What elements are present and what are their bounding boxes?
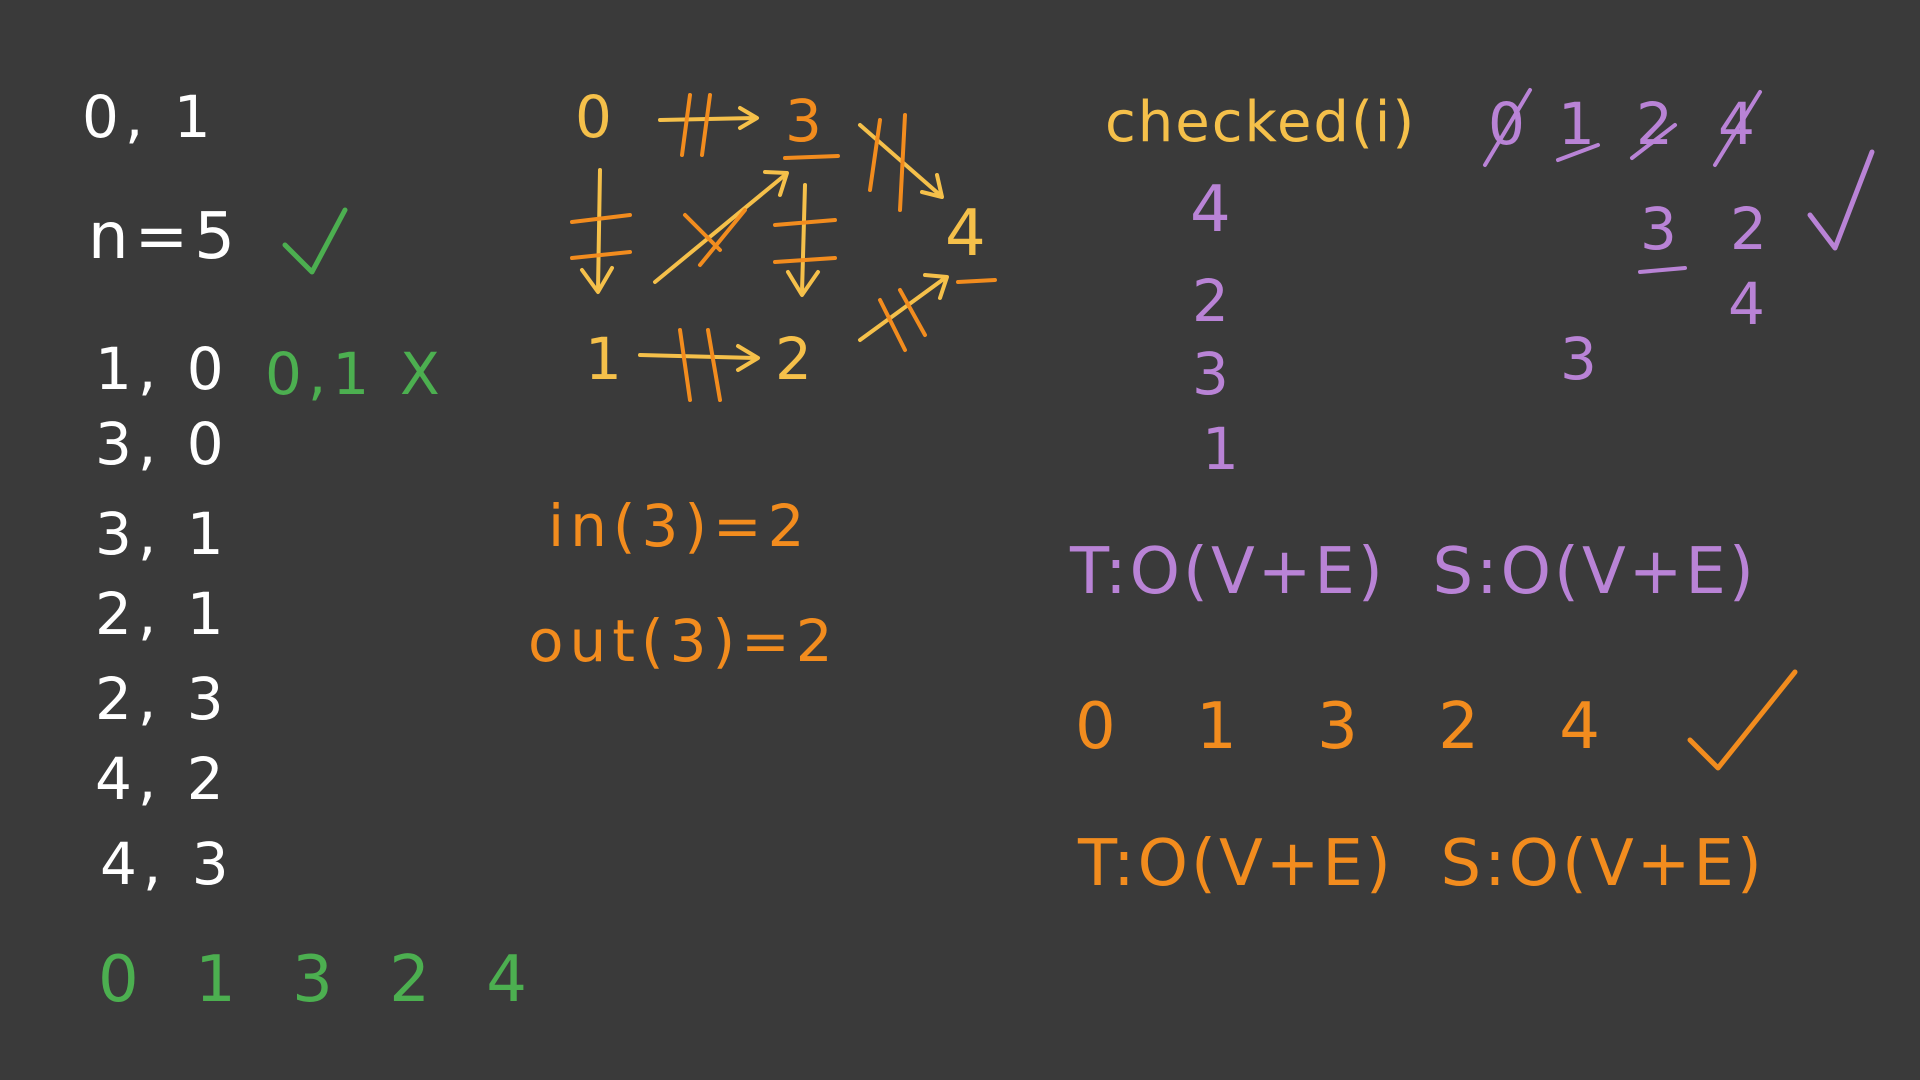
edge-item: 1, 0 — [95, 335, 230, 403]
orange-complexity: T:O(V+E) S:O(V+E) — [1078, 827, 1765, 901]
checked-value: 4 — [1190, 173, 1237, 247]
edge-item: 2, 1 — [95, 580, 230, 648]
queue-top-value: 2 — [1636, 90, 1679, 158]
graph-node-3: 3 — [785, 87, 828, 155]
checkmark-icon — [282, 207, 348, 275]
bad-order-note: 0,1 — [265, 340, 376, 408]
queue-top-value: 1 — [1558, 90, 1601, 158]
out-degree-label: out(3)=2 — [528, 607, 839, 675]
checkmark-icon — [1807, 149, 1875, 251]
edge-item: 4, 3 — [100, 830, 235, 898]
queue-col4-value: 2 — [1730, 195, 1773, 263]
checked-value: 1 — [1202, 415, 1245, 483]
first-edge-pair: 0, 1 — [82, 83, 217, 151]
queue-col2-value: 3 — [1560, 325, 1603, 393]
queue-col3-value: 3 — [1640, 195, 1683, 263]
graph-node-4: 4 — [945, 197, 992, 271]
orange-order: 0 1 3 2 4 — [1075, 690, 1630, 764]
edge-item: 4, 2 — [95, 745, 230, 813]
queue-col4-value: 4 — [1728, 270, 1771, 338]
checkmark-icon — [1687, 669, 1798, 771]
queue-top-value: 4 — [1718, 90, 1761, 158]
in-degree-label: in(3)=2 — [548, 492, 811, 560]
edge-item: 3, 0 — [95, 410, 230, 478]
checked-label: checked(i) — [1105, 90, 1417, 155]
checked-value: 3 — [1192, 340, 1235, 408]
edge-item: 2, 3 — [95, 665, 230, 733]
cross-icon: X — [400, 340, 446, 408]
purple-complexity: T:O(V+E) S:O(V+E) — [1070, 535, 1757, 609]
graph-node-2: 2 — [775, 325, 818, 393]
node-count: n=5 — [88, 200, 241, 274]
graph-node-0: 0 — [575, 83, 618, 151]
left-result-order: 0 1 3 2 4 — [98, 943, 545, 1017]
edge-item: 3, 1 — [95, 500, 230, 568]
checked-value: 2 — [1192, 267, 1235, 335]
queue-top-value: 0 — [1488, 90, 1531, 158]
graph-node-1: 1 — [585, 325, 628, 393]
